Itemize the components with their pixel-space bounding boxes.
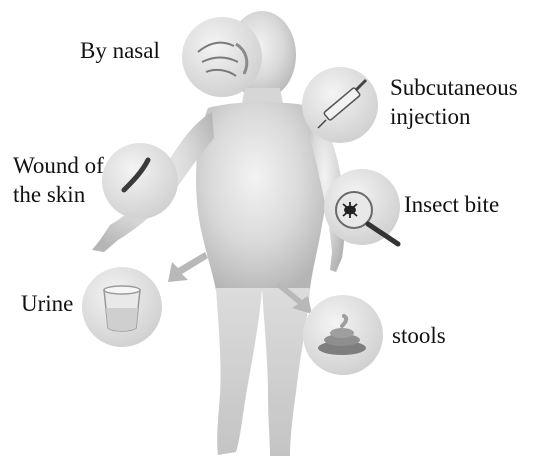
left-leg xyxy=(216,288,262,455)
insect-magnifier-icon xyxy=(324,169,400,245)
label-by-nasal: By nasal xyxy=(80,37,160,64)
nose-icon xyxy=(182,17,262,97)
wound-icon xyxy=(102,143,178,219)
torso xyxy=(196,102,328,290)
label-the-skin: the skin xyxy=(13,181,85,208)
label-stools: stools xyxy=(392,322,446,349)
label-injection: injection xyxy=(390,103,470,130)
urine-cup-icon xyxy=(82,267,162,347)
label-insect-bite: Insect bite xyxy=(404,191,499,218)
stool-icon xyxy=(303,295,383,375)
label-subcutaneous: Subcutaneous xyxy=(390,74,518,101)
right-leg xyxy=(262,288,310,456)
arrow-to-urine xyxy=(168,252,208,282)
label-wound-of: Wound of xyxy=(13,152,104,179)
label-urine: Urine xyxy=(21,290,73,317)
syringe-icon xyxy=(302,67,378,143)
